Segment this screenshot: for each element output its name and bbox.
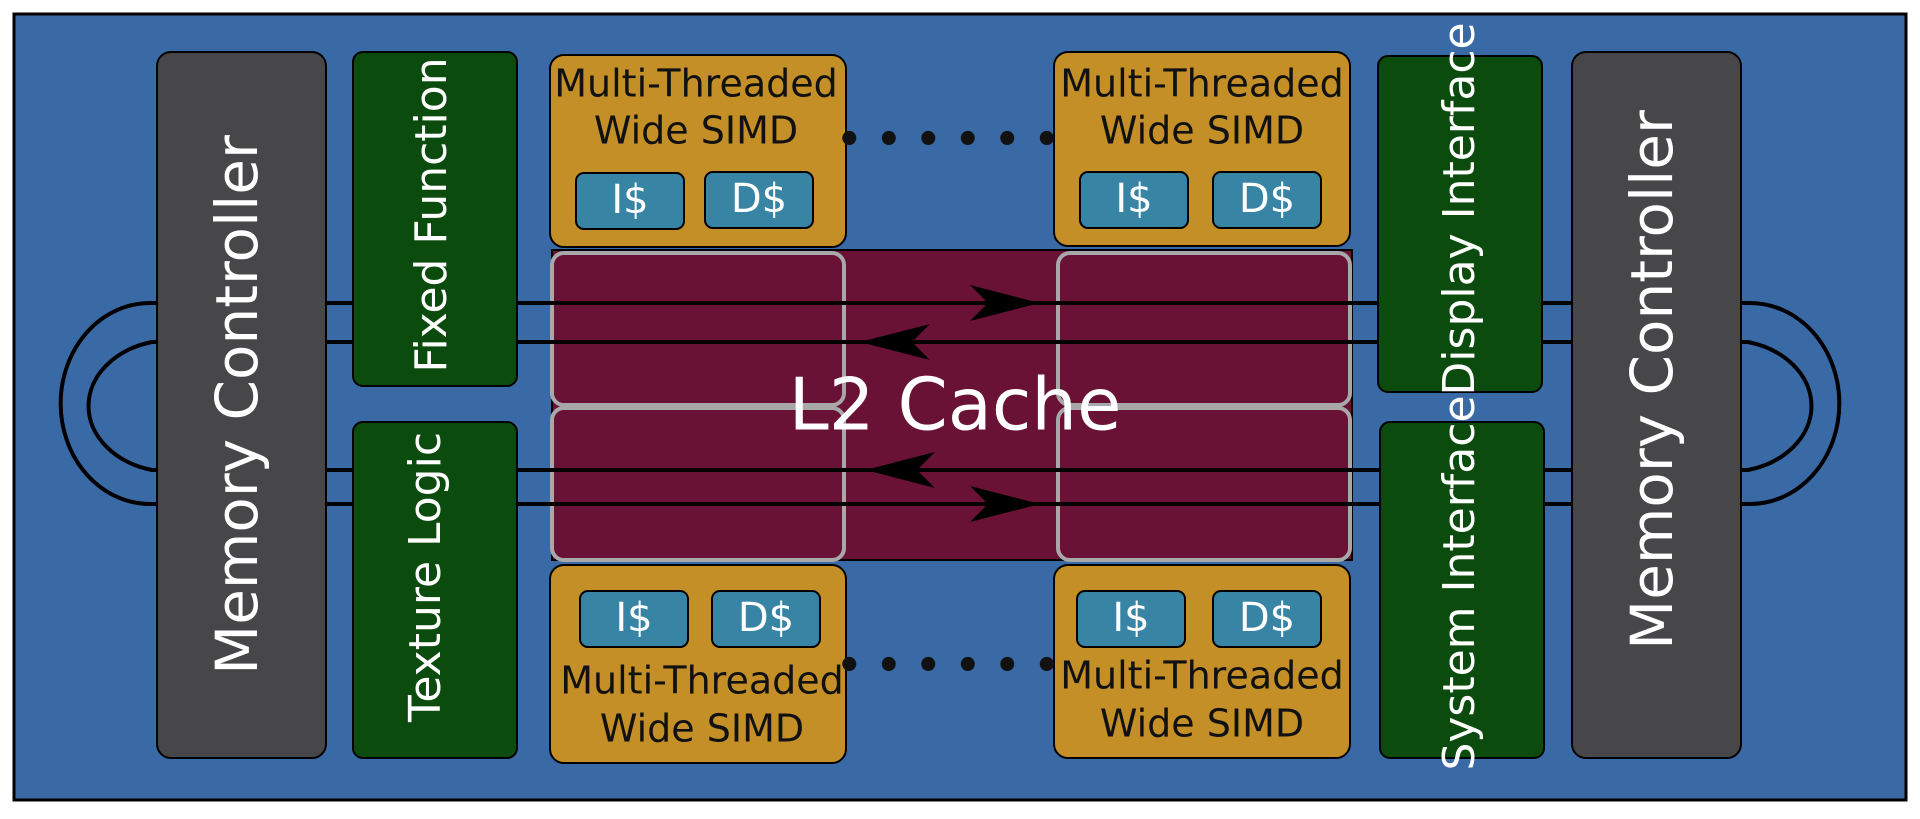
icache-label: I$ bbox=[611, 177, 648, 223]
ring-wire-outer-left bbox=[58, 301, 160, 506]
ellipsis-bottom: • • • • • • bbox=[836, 643, 1059, 689]
l2-cache-bank-top-right bbox=[1056, 251, 1352, 407]
simd-core-title-line1: Multi-Threaded bbox=[1060, 62, 1343, 106]
dcache-label: D$ bbox=[738, 595, 794, 641]
dcache-chip bbox=[1212, 590, 1322, 648]
l2-cache-bank-top-left bbox=[550, 251, 846, 407]
icache-label: I$ bbox=[615, 595, 652, 641]
arrow-right-top bbox=[970, 285, 1040, 321]
texture-logic-label: Texture Logic bbox=[400, 432, 451, 723]
memory-controller-left: Memory Controller bbox=[156, 51, 327, 759]
memory-controller-right: Memory Controller bbox=[1571, 51, 1742, 759]
fixed-function-label: Fixed Function bbox=[406, 57, 457, 372]
simd-core-title-line2: Wide SIMD bbox=[600, 707, 804, 751]
display-interface-block: Display Interface bbox=[1377, 22, 1543, 396]
arrow-left-top bbox=[860, 324, 930, 360]
l2-cache-bank-bottom-left bbox=[550, 406, 846, 562]
dcache-label: D$ bbox=[1239, 595, 1295, 641]
ring-wire-inner-left bbox=[86, 340, 160, 472]
arrow-right-bottom bbox=[970, 486, 1040, 522]
display-interface-body bbox=[1377, 55, 1543, 393]
icache-chip bbox=[575, 172, 685, 230]
texture-logic-block: Texture Logic bbox=[352, 421, 518, 759]
simd-core-title-line1: Multi-Threaded bbox=[554, 62, 837, 106]
fixed-function-body bbox=[352, 51, 518, 387]
simd-core-title-line2: Wide SIMD bbox=[1100, 702, 1304, 746]
ring-bus-arrows bbox=[860, 285, 1040, 522]
dcache-label: D$ bbox=[731, 176, 787, 222]
system-interface-label: System Interface bbox=[1434, 395, 1485, 770]
dcache-chip bbox=[704, 171, 814, 229]
ellipsis-top: • • • • • • bbox=[836, 117, 1059, 163]
ring-wire-outer-right bbox=[1740, 301, 1842, 506]
fixed-function-block: Fixed Function bbox=[352, 51, 518, 387]
display-interface-label: Display Interface bbox=[1434, 22, 1485, 395]
l2-cache-label: L2 Cache bbox=[789, 363, 1122, 447]
dcache-chip bbox=[711, 590, 821, 648]
icache-label: I$ bbox=[1112, 595, 1149, 641]
simd-core-title-line1: Multi-Threaded bbox=[560, 659, 843, 703]
simd-core-top-left: Multi-Threaded Wide SIMD I$ D$ bbox=[549, 54, 847, 248]
memory-controller-right-label: Memory Controller bbox=[1618, 110, 1686, 650]
memory-controller-right-body bbox=[1571, 51, 1742, 759]
memory-controller-left-body bbox=[156, 51, 327, 759]
l2-cache-bank-bottom-right bbox=[1056, 406, 1352, 562]
simd-core-bottom-right: I$ D$ Multi-Threaded Wide SIMD bbox=[1053, 564, 1351, 759]
arrow-left-bottom bbox=[865, 452, 935, 488]
simd-core-bottom-left: I$ D$ Multi-Threaded Wide SIMD bbox=[549, 564, 847, 764]
system-interface-block: System Interface bbox=[1379, 395, 1545, 771]
dcache-label: D$ bbox=[1239, 176, 1295, 222]
dcache-chip bbox=[1212, 171, 1322, 229]
system-interface-body bbox=[1379, 421, 1545, 759]
simd-core-title-line2: Wide SIMD bbox=[1100, 109, 1304, 153]
simd-core-title-line1: Multi-Threaded bbox=[1060, 654, 1343, 698]
icache-label: I$ bbox=[1115, 176, 1152, 222]
memory-controller-left-label: Memory Controller bbox=[203, 135, 271, 675]
ring-wire-inner-right bbox=[1740, 340, 1814, 472]
icache-chip bbox=[1076, 590, 1186, 648]
simd-core-top-right: Multi-Threaded Wide SIMD I$ D$ bbox=[1053, 51, 1351, 247]
simd-core-title-line2: Wide SIMD bbox=[594, 109, 798, 153]
icache-chip bbox=[1079, 171, 1189, 229]
texture-logic-body bbox=[352, 421, 518, 759]
icache-chip bbox=[579, 590, 689, 648]
